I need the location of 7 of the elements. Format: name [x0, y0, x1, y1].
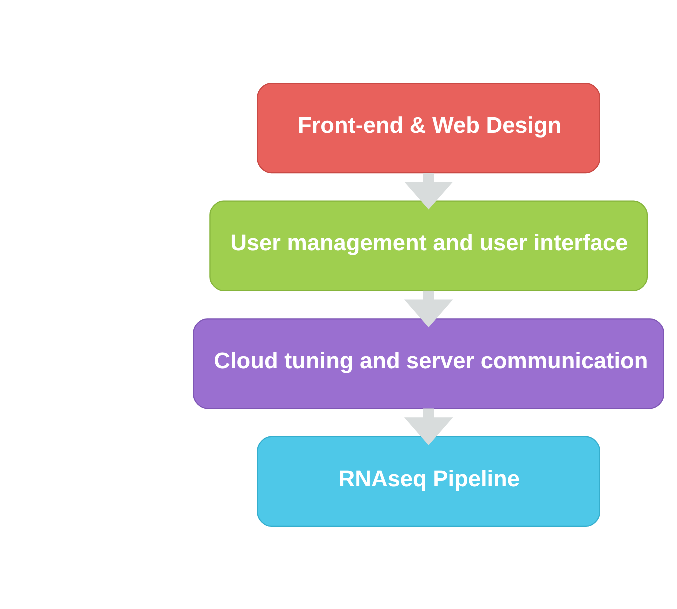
- node-box: Front-end & Web Design: [257, 82, 600, 174]
- node-box: RNAseq Pipeline: [257, 436, 600, 527]
- node-box: User management and user interface: [210, 200, 648, 291]
- arrow: [404, 290, 454, 328]
- node-box: Cloud tuning and server communication: [193, 318, 664, 409]
- arrow: [404, 408, 454, 445]
- arrow: [404, 172, 454, 210]
